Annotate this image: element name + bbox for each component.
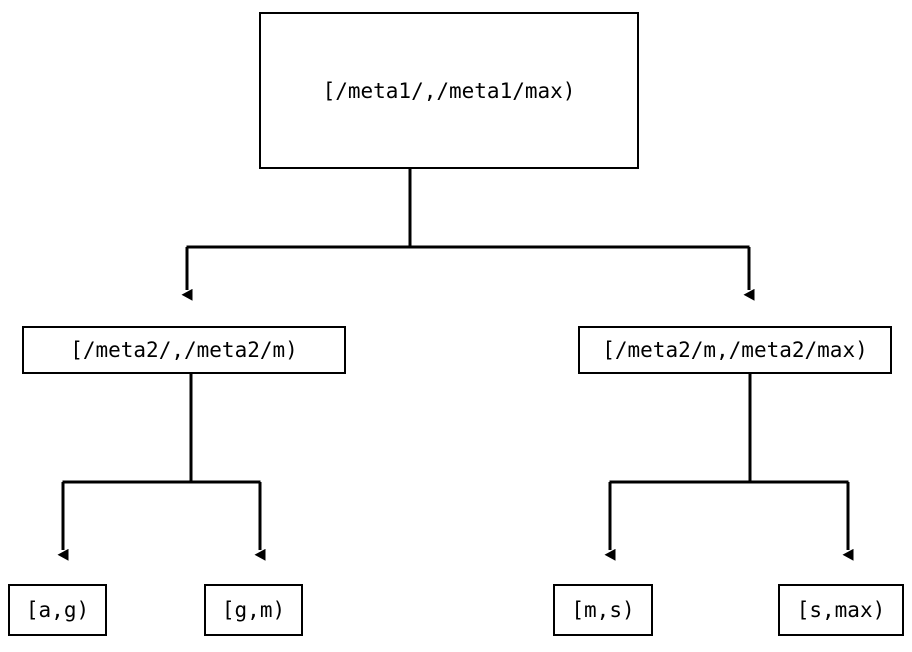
- edge-mid-left-to-leaf-1: [57, 373, 261, 561]
- tree-node-leaf-2[interactable]: [g,m): [204, 584, 303, 636]
- tree-node-leaf-3[interactable]: [m,s): [553, 584, 653, 636]
- tree-node-leaf-1-label: [a,g): [25, 598, 90, 622]
- tree-node-leaf-2-label: [g,m): [221, 598, 286, 622]
- tree-node-leaf-4[interactable]: [s,max): [778, 584, 904, 636]
- tree-node-mid-left-label: [/meta2/,/meta2/m): [70, 338, 298, 362]
- tree-node-mid-right[interactable]: [/meta2/m,/meta2/max): [578, 326, 892, 374]
- tree-node-root-label: [/meta1/,/meta1/max): [322, 78, 576, 103]
- edge-mid-right-to-leaf-3: [604, 373, 849, 561]
- tree-node-leaf-4-label: [s,max): [796, 598, 886, 622]
- edge-root-to-mid-left: [181, 168, 750, 301]
- tree-node-leaf-1[interactable]: [a,g): [8, 584, 107, 636]
- tree-node-mid-left[interactable]: [/meta2/,/meta2/m): [22, 326, 346, 374]
- tree-node-root[interactable]: [/meta1/,/meta1/max): [259, 12, 639, 169]
- tree-node-mid-right-label: [/meta2/m,/meta2/max): [602, 338, 868, 362]
- tree-node-leaf-3-label: [m,s): [571, 598, 635, 622]
